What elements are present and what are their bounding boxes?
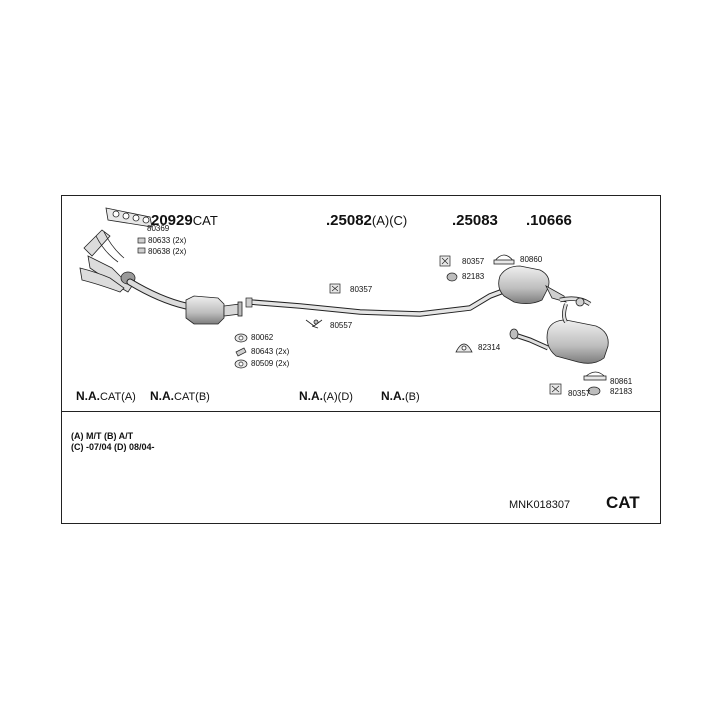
part-label-82183-rear: 82183 <box>610 387 633 396</box>
part-label-80860: 80860 <box>520 255 543 264</box>
part-label-80062: 80062 <box>251 333 274 342</box>
part-label-80509: 80509 (2x) <box>251 359 290 368</box>
na-item-a-d: N.A.(A)(D) <box>299 389 353 403</box>
na-item-b: N.A.(B) <box>381 389 420 403</box>
part-number-center-muffler: .25083 <box>452 212 498 229</box>
bracket-icon-80357c <box>549 383 562 395</box>
bracket-icon-80357b <box>439 255 451 267</box>
clamp-icon-80860 <box>493 254 515 265</box>
clamp-icon-80861 <box>583 371 607 381</box>
bolt-icon-80643 <box>235 347 247 357</box>
cat-label: CAT <box>606 493 640 512</box>
nut-icon-80509 <box>234 359 248 369</box>
part-number-catalyst: 20929CAT <box>151 212 218 229</box>
note-transmission: (A) M/T (B) A/T <box>71 431 134 441</box>
na-item-cat-a: N.A.CAT(A) <box>76 389 136 403</box>
part-label-80357-mid: 80357 <box>350 285 373 294</box>
catalytic-converter <box>185 295 243 325</box>
part-number-middle-pipe: .25082(A)(C) <box>326 212 408 229</box>
part-label-80643: 80643 (2x) <box>251 347 290 356</box>
part-label-80369: 80369 <box>147 224 170 233</box>
na-item-cat-b: N.A.CAT(B) <box>150 389 210 403</box>
part-label-80633: 80633 (2x) <box>148 236 187 245</box>
rear-muffler <box>509 296 609 364</box>
part-number-rear-muffler: .10666 <box>526 212 572 229</box>
rubber-mount-icon-82183a <box>446 272 458 282</box>
notes-divider <box>61 411 661 412</box>
manifold-gasket <box>105 207 153 228</box>
part-label-80357-rear: 80357 <box>568 389 591 398</box>
part-label-82314: 82314 <box>478 343 501 352</box>
rubber-mount-icon-82183b <box>587 386 601 396</box>
kit-code: MNK018307 <box>509 499 571 511</box>
hanger-icon-80557 <box>305 319 323 329</box>
part-label-80638: 80638 (2x) <box>148 247 187 256</box>
center-muffler <box>498 265 567 304</box>
middle-pipe <box>245 287 509 317</box>
gasket-icon-80062 <box>234 333 248 343</box>
part-label-80357-center: 80357 <box>462 257 485 266</box>
hanger-icon-82314 <box>455 343 473 353</box>
diagram-frame <box>61 195 661 524</box>
part-label-80861: 80861 <box>610 377 633 386</box>
bracket-icon-80357a <box>329 283 341 294</box>
bolt-icon-80638 <box>137 247 146 254</box>
note-date-range: (C) -07/04 (D) 08/04- <box>71 442 155 452</box>
part-label-82183-center: 82183 <box>462 272 485 281</box>
part-label-80557: 80557 <box>330 321 353 330</box>
clamp-icon-80633 <box>137 237 146 244</box>
